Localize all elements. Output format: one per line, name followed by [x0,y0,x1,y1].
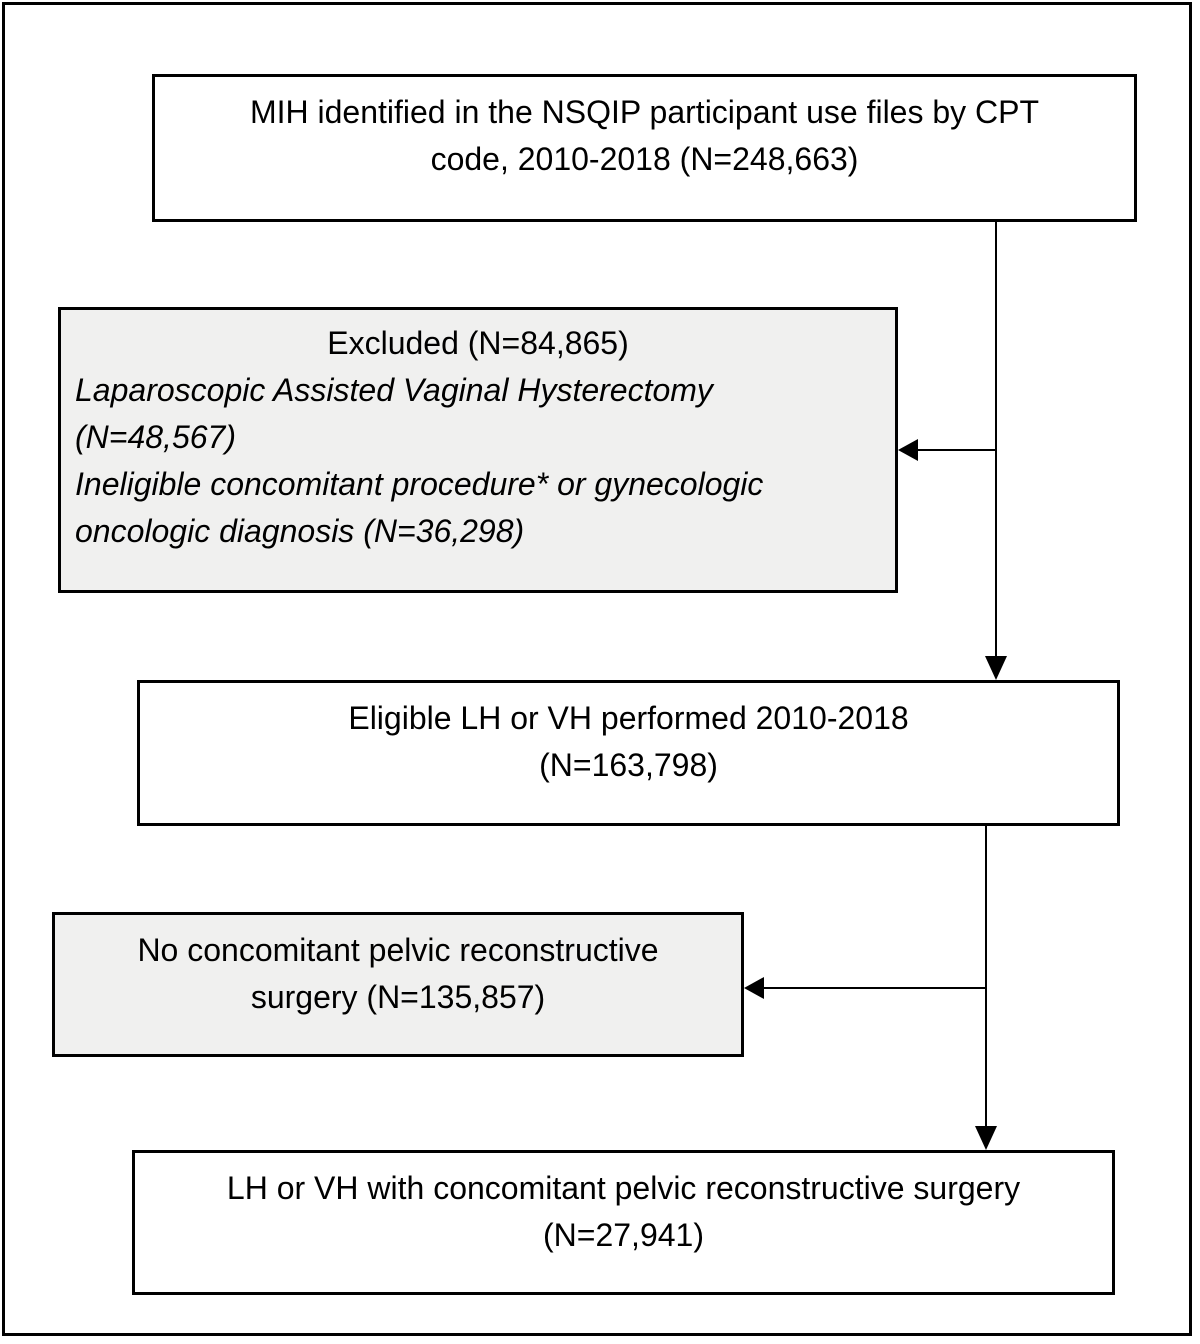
eligible-line-2: (N=163,798) [539,747,718,783]
final-line-1: LH or VH with concomitant pelvic reconst… [226,1170,1021,1206]
excluded-detail-1: Laparoscopic Assisted Vaginal Hysterecto… [75,372,713,408]
arrow-line-top-to-eligible [995,222,997,656]
final-line-2: (N=27,941) [543,1217,704,1253]
box-identified-cohort: MIH identified in the NSQIP participant … [152,74,1137,222]
no-concomitant-line-2: surgery (N=135,857) [250,979,546,1015]
identified-line-1: MIH identified in the NSQIP participant … [249,94,1040,130]
box-no-concomitant: No concomitant pelvic reconstructive sur… [52,912,744,1057]
arrow-line-to-no-concomitant [762,987,986,989]
excluded-detail-4: oncologic diagnosis (N=36,298) [75,513,525,549]
box-final-cohort: LH or VH with concomitant pelvic reconst… [132,1150,1115,1295]
no-concomitant-line-1: No concomitant pelvic reconstructive [137,932,659,968]
arrowhead-down-to-final-icon [975,1126,997,1150]
arrow-line-eligible-to-final [985,826,987,1126]
excluded-title: Excluded (N=84,865) [327,325,629,361]
identified-line-2: code, 2010-2018 (N=248,663) [430,141,859,177]
box-eligible-cohort: Eligible LH or VH performed 2010-2018 (N… [137,680,1120,826]
box-excluded: Excluded (N=84,865) Laparoscopic Assiste… [58,307,898,593]
arrow-line-to-excluded [916,449,996,451]
excluded-detail-2: (N=48,567) [75,419,236,455]
excluded-detail-3: Ineligible concomitant procedure* or gyn… [75,466,764,502]
arrowhead-down-to-eligible-icon [985,656,1007,680]
eligible-line-1: Eligible LH or VH performed 2010-2018 [348,700,909,736]
arrowhead-left-to-no-concomitant-icon [744,977,764,999]
arrowhead-left-to-excluded-icon [898,439,918,461]
